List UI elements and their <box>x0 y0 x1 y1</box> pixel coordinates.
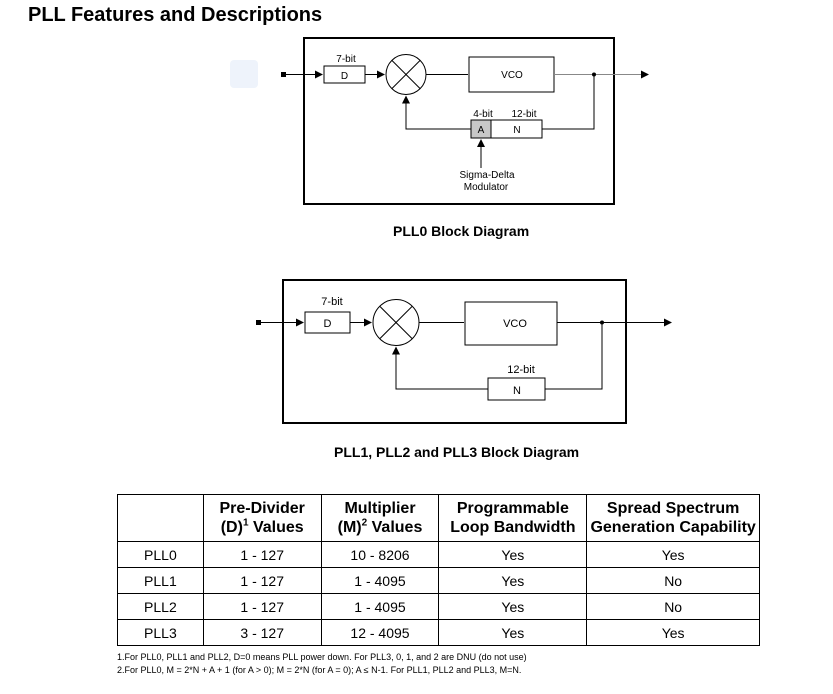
pll0-vco-block <box>468 56 555 93</box>
pll0-input-terminal <box>281 72 286 77</box>
footnote-ref-2: 2 <box>361 517 368 529</box>
pll123-vco-label: VCO <box>503 318 527 330</box>
table-row: PLL2 1 - 127 1 - 4095 Yes No <box>117 593 760 620</box>
header-multiplier-line1: Multiplier <box>344 500 416 517</box>
pll123-n-bits: 12-bit <box>507 364 535 376</box>
cell-pre-divider: 3 - 127 <box>202 619 322 646</box>
pll-features-table: Pre-Divider (D)1 Values Multiplier (M)2 … <box>117 494 760 646</box>
cell-pre-divider: 1 - 127 <box>202 593 322 620</box>
cell-spread-spectrum: Yes <box>586 619 760 646</box>
pll0-a-bits: 4-bit <box>473 109 493 120</box>
footnote-2: 2.For PLL0, M = 2*N + A + 1 (for A > 0);… <box>117 665 522 675</box>
header-pre-divider-d: (D) <box>220 519 243 536</box>
cell-pll-name: PLL1 <box>117 567 204 594</box>
header-pre-divider-line1: Pre-Divider <box>219 500 305 517</box>
pll0-vco-label: VCO <box>501 70 523 81</box>
cell-pll-name: PLL3 <box>117 619 204 646</box>
footnote-1: 1.For PLL0, PLL1 and PLL2, D=0 means PLL… <box>117 652 527 662</box>
pll123-d-bits: 7-bit <box>321 296 342 308</box>
cell-spread-spectrum: No <box>586 593 760 620</box>
pll123-frame <box>282 279 627 424</box>
footnote-ref-1: 1 <box>242 517 249 529</box>
header-spread-spectrum-line1: Spread Spectrum <box>606 500 740 517</box>
pll0-modulator-line1: Sigma-Delta <box>459 170 514 181</box>
pll0-modulator-line2: Modulator <box>464 182 509 193</box>
cell-loop-bandwidth: Yes <box>438 541 588 568</box>
header-spread-spectrum-line2: Generation Capability <box>590 519 756 536</box>
pll0-d-block <box>323 65 366 84</box>
image-placeholder-icon <box>230 60 258 88</box>
pll0-diagram-caption: PLL0 Block Diagram <box>393 223 530 239</box>
header-multiplier-values: Values <box>367 519 423 536</box>
header-multiplier-m: (M) <box>337 519 362 536</box>
table-row: PLL0 1 - 127 10 - 8206 Yes Yes <box>117 541 760 568</box>
pll123-n-label: N <box>513 385 521 397</box>
pll123-diagram-caption: PLL1, PLL2 and PLL3 Block Diagram <box>334 444 580 460</box>
header-pre-divider-values: Values <box>248 519 304 536</box>
pll123-diagram <box>256 279 672 424</box>
cell-multiplier: 10 - 8206 <box>320 541 440 568</box>
table-row: PLL1 1 - 127 1 - 4095 Yes No <box>117 567 760 594</box>
pll0-frame <box>303 37 615 205</box>
page-title: PLL Features and Descriptions <box>28 4 323 26</box>
cell-spread-spectrum: No <box>586 567 760 594</box>
pll0-n-block <box>490 119 543 139</box>
pll123-d-label: D <box>324 318 332 330</box>
pll123-n-block <box>487 377 546 401</box>
cell-loop-bandwidth: Yes <box>438 593 588 620</box>
cell-pre-divider: 1 - 127 <box>202 567 322 594</box>
header-loop-bandwidth-line2: Loop Bandwidth <box>450 519 576 536</box>
cell-loop-bandwidth: Yes <box>438 567 588 594</box>
header-pre-divider: Pre-Divider (D)1 Values <box>202 494 322 542</box>
pll0-d-bits: 7-bit <box>336 54 356 65</box>
header-multiplier: Multiplier (M)2 Values <box>320 494 440 542</box>
pll123-input-terminal <box>256 320 261 325</box>
cell-pll-name: PLL0 <box>117 541 204 568</box>
header-spread-spectrum: Spread Spectrum Generation Capability <box>586 494 760 542</box>
pll0-n-bits: 12-bit <box>511 109 536 120</box>
cell-multiplier: 1 - 4095 <box>320 567 440 594</box>
cell-spread-spectrum: Yes <box>586 541 760 568</box>
pll0-a-label: A <box>478 125 485 136</box>
pll0-n-label: N <box>513 125 520 136</box>
pll0-diagram <box>281 37 649 205</box>
header-loop-bandwidth-line1: Programmable <box>456 500 569 517</box>
cell-multiplier: 1 - 4095 <box>320 593 440 620</box>
cell-pll-name: PLL2 <box>117 593 204 620</box>
pll0-mixer <box>385 54 427 95</box>
pll123-mixer <box>372 299 420 346</box>
header-empty <box>117 494 204 542</box>
table-row: PLL3 3 - 127 12 - 4095 Yes Yes <box>117 619 760 646</box>
pll0-a-block <box>470 119 492 139</box>
cell-loop-bandwidth: Yes <box>438 619 588 646</box>
cell-multiplier: 12 - 4095 <box>320 619 440 646</box>
header-loop-bandwidth: Programmable Loop Bandwidth <box>438 494 588 542</box>
table-header-row: Pre-Divider (D)1 Values Multiplier (M)2 … <box>117 494 760 542</box>
cell-pre-divider: 1 - 127 <box>202 541 322 568</box>
pll0-d-label: D <box>341 71 348 82</box>
pll123-vco-block <box>464 301 558 346</box>
pll123-d-block <box>304 311 351 334</box>
